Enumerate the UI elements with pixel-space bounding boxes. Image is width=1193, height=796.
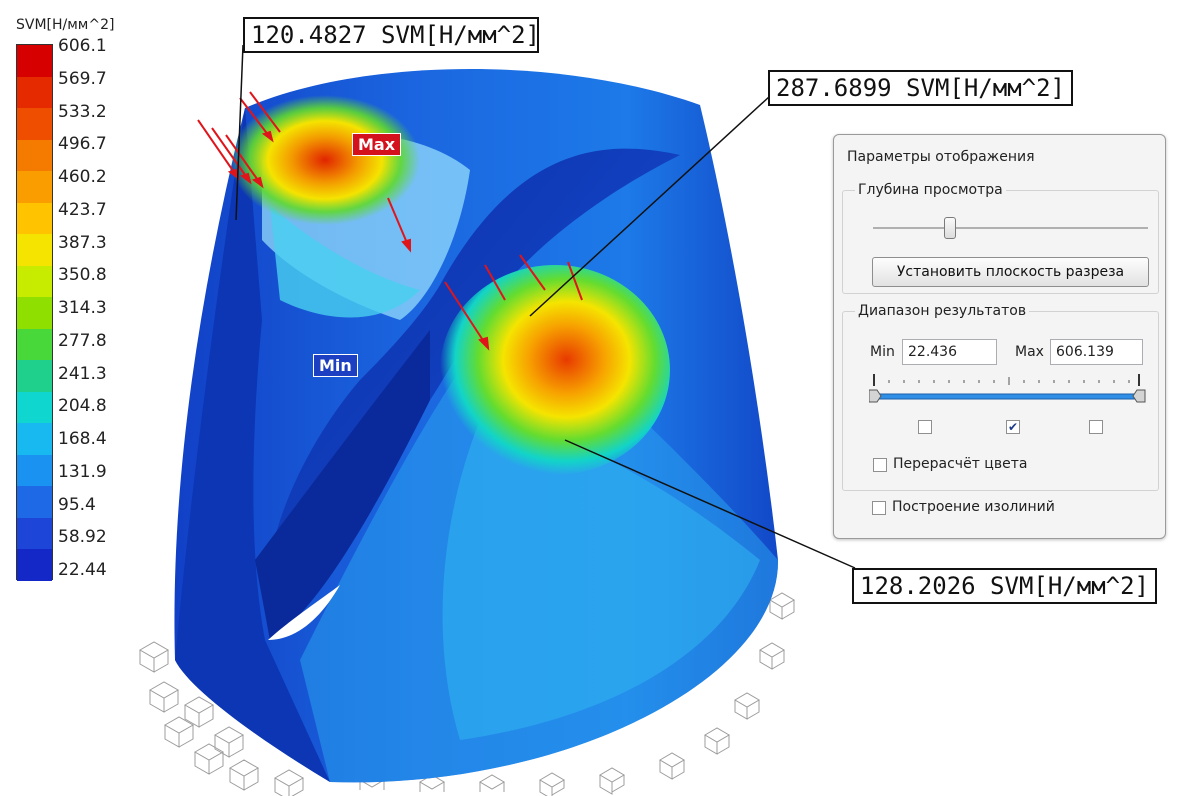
legend-tick-label: 22.44	[58, 560, 107, 580]
range-checkbox-2[interactable]: ✔	[1006, 420, 1020, 434]
legend-tick-label: 496.7	[58, 134, 107, 155]
max-label: Max	[1015, 344, 1044, 360]
legend-color-cell	[17, 423, 52, 456]
legend-tick-label: 277.8	[58, 330, 107, 351]
legend-tick-label: 95.4	[58, 494, 96, 515]
legend-color-cell	[17, 139, 52, 172]
range-slider[interactable]	[869, 372, 1159, 412]
legend-color-cell	[17, 360, 52, 393]
callout-bottom-right: 128.2026 SVM[H/мм^2]	[852, 568, 1157, 604]
legend-title: SVM[H/мм^2]	[16, 17, 115, 33]
legend-color-cell	[17, 297, 52, 330]
legend-color-cell	[17, 265, 52, 298]
legend-tick-label: 131.9	[58, 461, 107, 482]
callout-leaders	[235, 44, 856, 569]
recalc-color-checkbox[interactable]	[873, 458, 887, 472]
range-group-title: Диапазон результатов	[855, 303, 1030, 319]
legend-tick-label: 460.2	[58, 167, 107, 187]
hotspot-mid	[440, 265, 670, 475]
legend-color-cell	[17, 328, 52, 361]
max-value-field[interactable]: 606.139	[1050, 339, 1143, 365]
recalc-color-label: Перерасчёт цвета	[893, 456, 1028, 472]
legend-color-bar	[16, 44, 53, 582]
fixture-constraints	[138, 592, 795, 796]
range-checkbox-1[interactable]	[918, 420, 932, 434]
legend-tick-label: 387.3	[58, 232, 107, 253]
legend-tick-label: 423.7	[58, 199, 107, 220]
legend-color-cell	[17, 234, 52, 267]
callout-top-right: 287.6899 SVM[H/мм^2]	[768, 70, 1073, 106]
isolines-checkbox[interactable]	[872, 501, 886, 515]
legend-color-cell	[17, 76, 52, 109]
max-tag: Max	[352, 133, 402, 156]
legend-tick-label: 533.2	[58, 101, 107, 122]
legend-tick-label: 569.7	[58, 68, 107, 89]
min-value-field[interactable]: 22.436	[902, 339, 997, 365]
legend-color-cell	[17, 45, 52, 77]
legend-tick-label: 241.3	[58, 363, 107, 384]
load-arrows	[197, 91, 583, 351]
legend-color-cell	[17, 517, 52, 550]
legend-color-cell	[17, 202, 52, 235]
callout-top-left: 120.4827 SVM[H/мм^2]	[243, 17, 540, 53]
legend-tick-label: 350.8	[58, 265, 107, 286]
legend-tick-label: 204.8	[58, 396, 107, 417]
legend-tick-label: 58.92	[58, 527, 107, 548]
legend-color-cell	[17, 171, 52, 204]
depth-group-title: Глубина просмотра	[855, 182, 1006, 198]
legend-tick-label: 606.1	[58, 36, 107, 56]
min-tag: Min	[313, 354, 358, 377]
legend-color-cell	[17, 108, 52, 141]
isolines-label: Построение изолиний	[892, 499, 1055, 515]
legend-tick-label: 168.4	[58, 429, 107, 449]
color-legend: SVM[H/мм^2] 606.1 569.7 533.2 496.7 460.2 423…	[0, 0, 160, 600]
depth-slider-track[interactable]	[873, 227, 1148, 229]
legend-color-cell	[17, 454, 52, 487]
display-parameters-panel: Параметры отображения Глубина просмотра …	[833, 134, 1166, 539]
legend-tick-label: 314.3	[58, 298, 107, 318]
depth-group: Глубина просмотра Установить плоскость р…	[842, 182, 1159, 294]
range-group: Диапазон результатов Min 22.436 Max 606.…	[842, 303, 1159, 491]
min-label: Min	[870, 344, 895, 360]
legend-color-cell	[17, 486, 52, 519]
legend-color-cell	[17, 549, 52, 582]
depth-slider-thumb[interactable]	[944, 217, 956, 239]
legend-color-cell	[17, 391, 52, 424]
set-section-plane-button[interactable]: Установить плоскость разреза	[872, 257, 1149, 287]
panel-title: Параметры отображения	[847, 149, 1035, 165]
range-checkbox-3[interactable]	[1089, 420, 1103, 434]
